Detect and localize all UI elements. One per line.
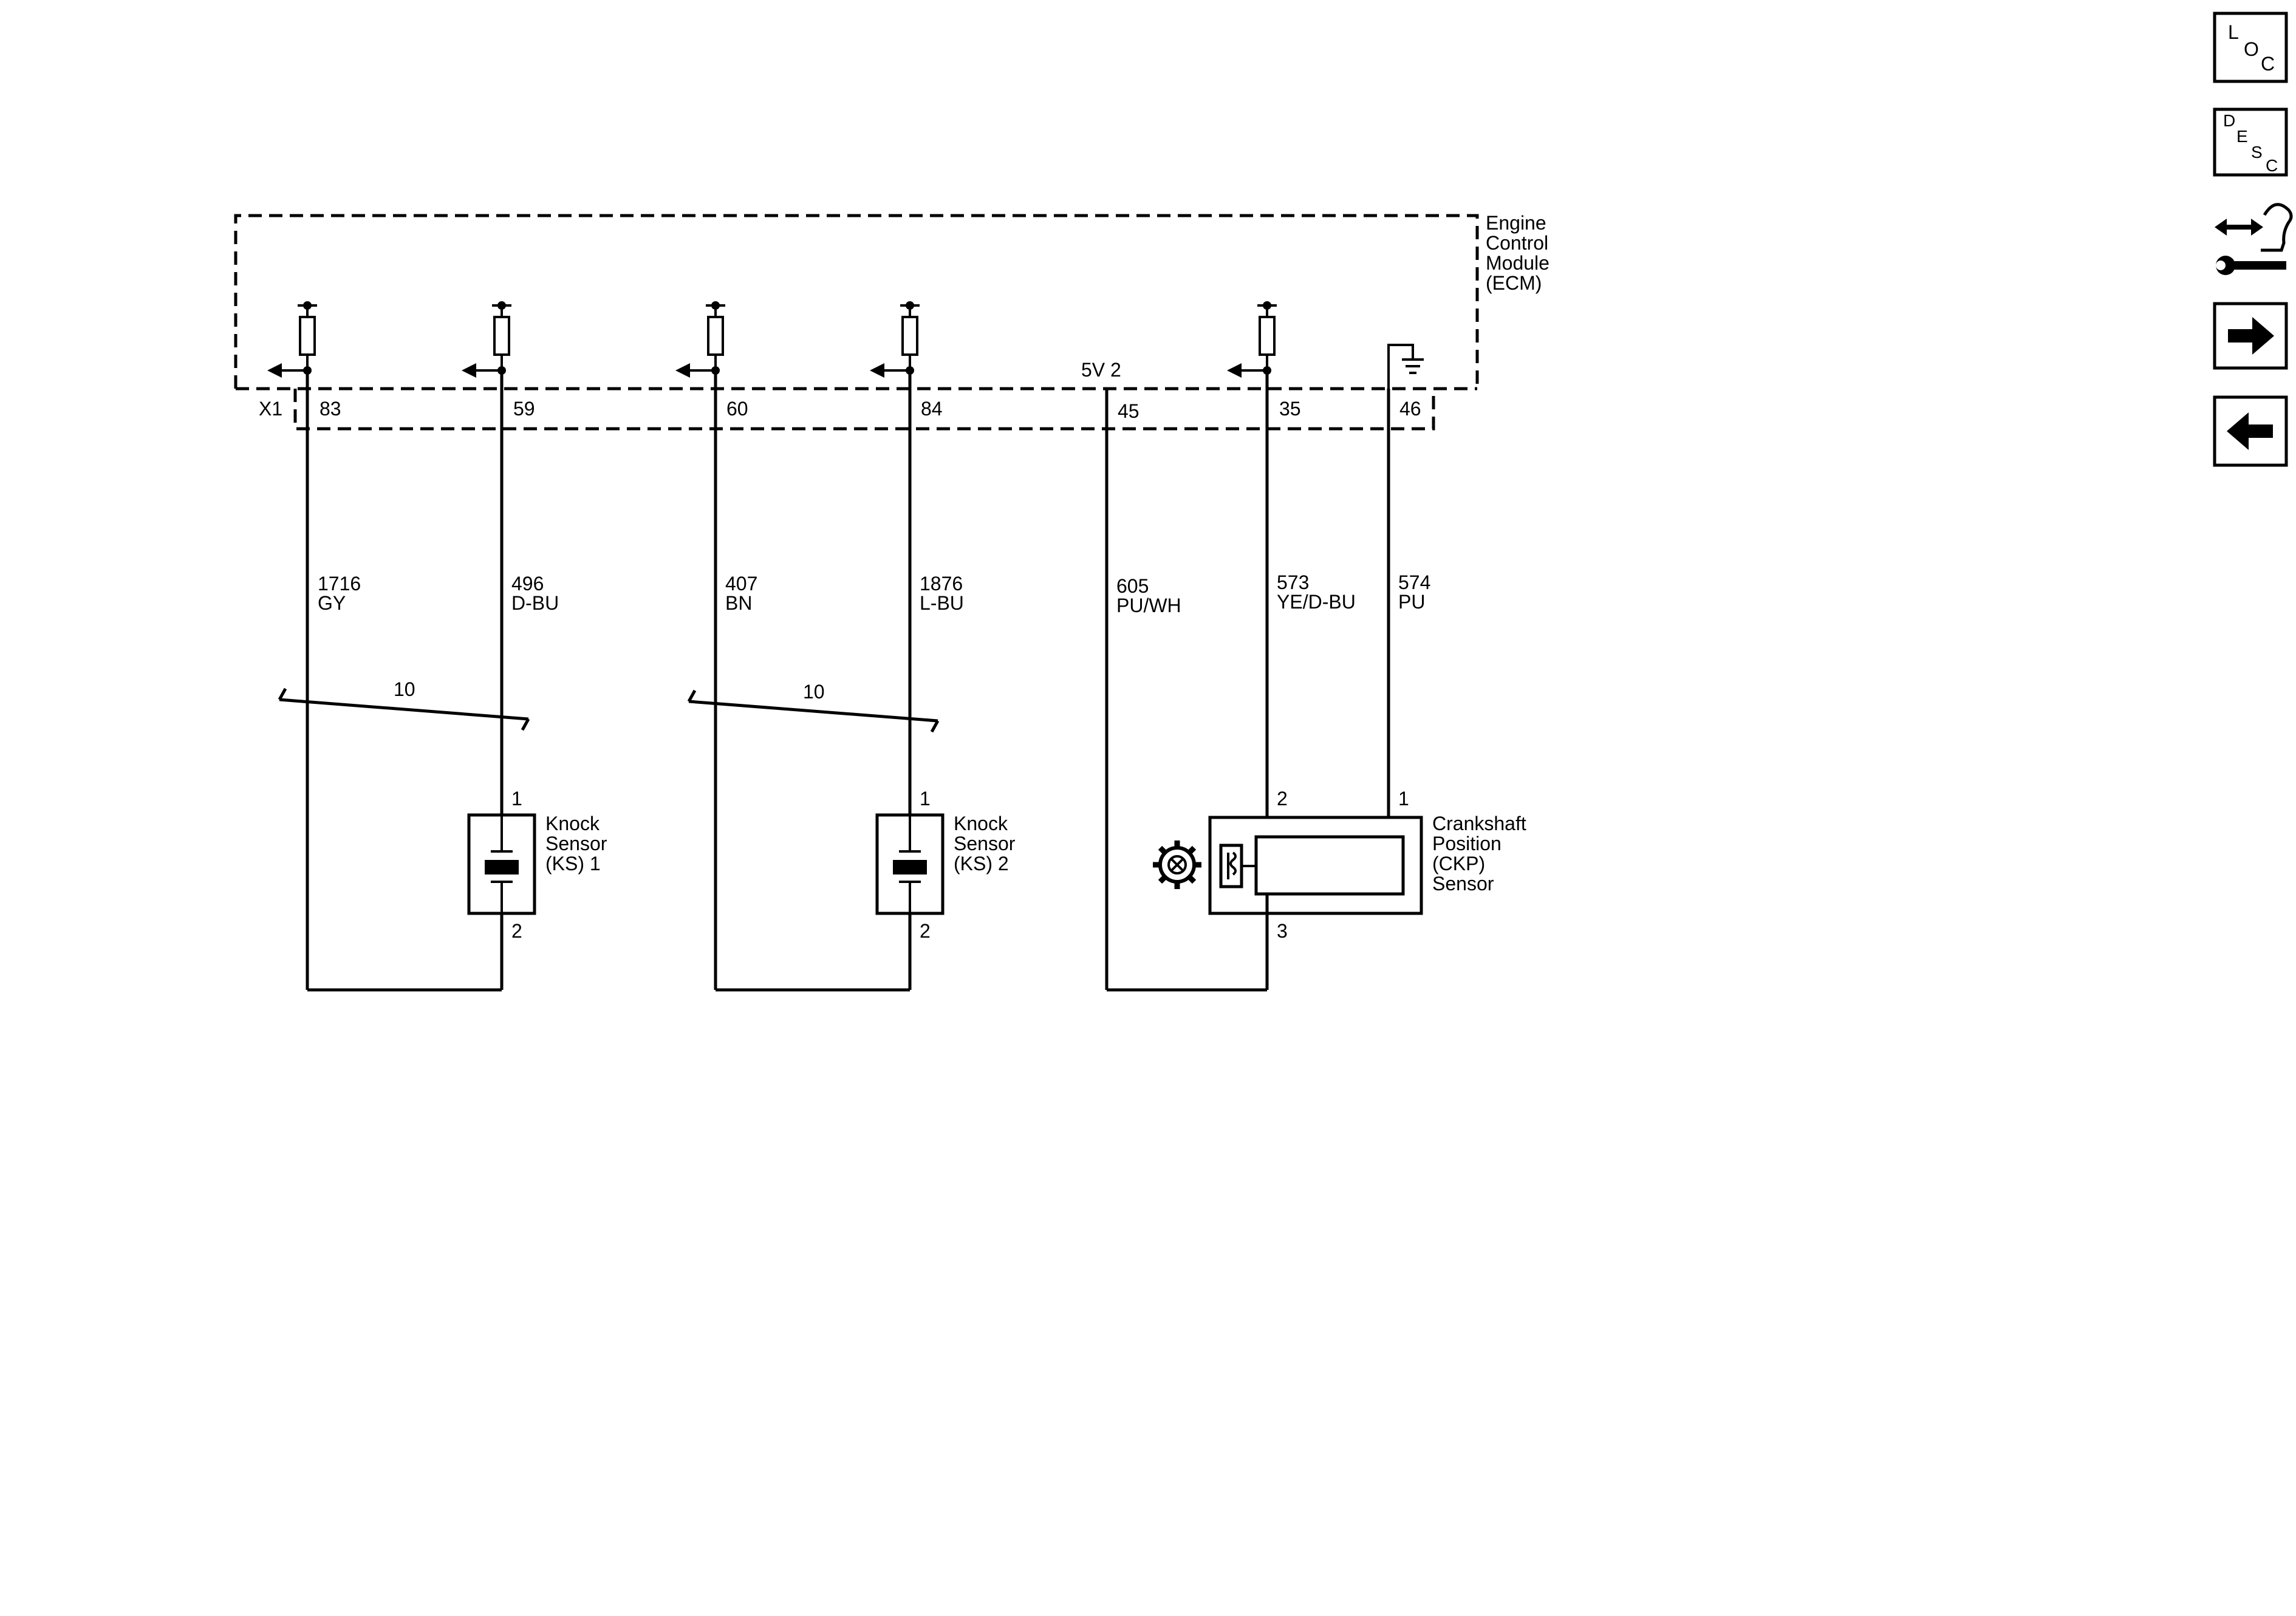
pin-59: 59 xyxy=(513,398,535,420)
ground-icon xyxy=(1387,344,1424,401)
ks2-pin-bottom: 2 xyxy=(920,920,931,942)
wire-496-circuit: 496 xyxy=(511,573,544,595)
wire-605-color: PU/WH xyxy=(1116,595,1181,616)
arrow-left-icon xyxy=(2227,412,2273,450)
connector-label: X1 xyxy=(259,398,282,420)
location-icon-c: C xyxy=(2261,53,2275,75)
knock-sensor-1: 1 2 Knock Sensor (KS) 1 xyxy=(467,788,607,942)
wire-573: 573 YE/D-BU xyxy=(1265,370,1356,838)
location-icon-o: O xyxy=(2244,38,2259,60)
pin-46: 46 xyxy=(1399,398,1421,420)
ks2-pin-top: 1 xyxy=(920,788,931,810)
ecm-label-line2: Control xyxy=(1486,232,1548,254)
wire-496: 496 D-BU xyxy=(500,370,559,815)
ckp-sensor: 2 1 3 Crankshaft Position (CKP) Sensor xyxy=(1208,788,1526,990)
wire-605: 605 PU/WH xyxy=(1105,389,1181,990)
wire-407-color: BN xyxy=(725,592,752,614)
arrow-right-icon xyxy=(2228,317,2274,355)
ecm-label-line4: (ECM) xyxy=(1486,272,1542,294)
ecm-label-line1: Engine xyxy=(1486,212,1546,234)
pin-45: 45 xyxy=(1118,400,1139,422)
twisted-pair-ks2-count: 10 xyxy=(803,681,825,703)
wire-574-color: PU xyxy=(1398,591,1425,613)
wire-573-circuit: 573 xyxy=(1277,571,1309,593)
ecm-resistor-59 xyxy=(462,301,511,378)
pin-83: 83 xyxy=(319,398,341,420)
description-icon-s: S xyxy=(2251,143,2263,162)
ckp-pin-3: 3 xyxy=(1277,920,1288,942)
wire-496-color: D-BU xyxy=(511,592,559,614)
description-button[interactable]: D E S C xyxy=(2213,107,2288,177)
ckp-label-line3: (CKP) xyxy=(1432,853,1485,874)
twisted-pair-ks2: 10 xyxy=(687,681,940,733)
knock-sensor-2: 1 2 Knock Sensor (KS) 2 xyxy=(875,788,1016,942)
ks2-label-line3: (KS) 2 xyxy=(954,853,1009,874)
previous-page-button[interactable] xyxy=(2213,395,2288,467)
pin-84: 84 xyxy=(921,398,943,420)
wire-1716-color: GY xyxy=(318,592,346,614)
ecm-resistor-84 xyxy=(870,301,920,378)
ecm-label-line3: Module xyxy=(1486,252,1549,274)
connector-tool-button[interactable] xyxy=(2215,203,2293,275)
wire-1876-circuit: 1876 xyxy=(920,573,963,595)
twisted-pair-ks1: 10 xyxy=(278,678,530,731)
ckp-label-line1: Crankshaft xyxy=(1432,813,1526,834)
connector-tool-icon xyxy=(2215,203,2293,275)
ks2-label-line1: Knock xyxy=(954,813,1008,834)
supply-label: 5V 2 xyxy=(1081,359,1121,381)
description-icon-d: D xyxy=(2223,111,2235,130)
description-icon-c: C xyxy=(2266,156,2278,175)
ckp-label-line2: Position xyxy=(1432,833,1502,854)
ecm-module: Engine Control Module (ECM) xyxy=(234,212,1549,390)
ckp-pin-2: 2 xyxy=(1277,788,1288,810)
wire-1716-circuit: 1716 xyxy=(318,573,361,595)
ckp-label-line4: Sensor xyxy=(1432,873,1494,895)
wire-1876-color: L-BU xyxy=(920,592,964,614)
wire-605-circuit: 605 xyxy=(1116,575,1149,597)
ecm-resistor-35 xyxy=(1227,301,1277,378)
next-page-button[interactable] xyxy=(2213,302,2288,370)
ecm-resistor-60 xyxy=(675,301,725,378)
pin-60: 60 xyxy=(726,398,748,420)
gear-icon xyxy=(1153,840,1201,889)
ks1-pin-bottom: 2 xyxy=(511,920,522,942)
description-icon-e: E xyxy=(2236,127,2248,146)
wire-574: 574 PU xyxy=(1387,389,1430,838)
wire-407: 407 BN xyxy=(714,370,757,990)
wire-407-circuit: 407 xyxy=(725,573,757,595)
wire-574-circuit: 574 xyxy=(1398,571,1430,593)
pin-35: 35 xyxy=(1279,398,1301,420)
ks1-pin-top: 1 xyxy=(511,788,522,810)
ks1-label-line3: (KS) 1 xyxy=(545,853,601,874)
ks1-label-line1: Knock xyxy=(545,813,600,834)
twisted-pair-ks1-count: 10 xyxy=(394,678,415,700)
location-button[interactable]: L O C xyxy=(2213,12,2288,83)
wire-573-color: YE/D-BU xyxy=(1277,591,1356,613)
ks2-label-line2: Sensor xyxy=(954,833,1016,854)
ecm-resistor-83 xyxy=(267,301,317,378)
wire-1716: 1716 GY xyxy=(306,370,361,990)
connector-x1: X1 xyxy=(259,389,1435,431)
ks1-label-line2: Sensor xyxy=(545,833,607,854)
location-icon-l: L xyxy=(2228,21,2239,43)
wire-1876: 1876 L-BU xyxy=(908,370,964,815)
ckp-pin-1: 1 xyxy=(1398,788,1409,810)
